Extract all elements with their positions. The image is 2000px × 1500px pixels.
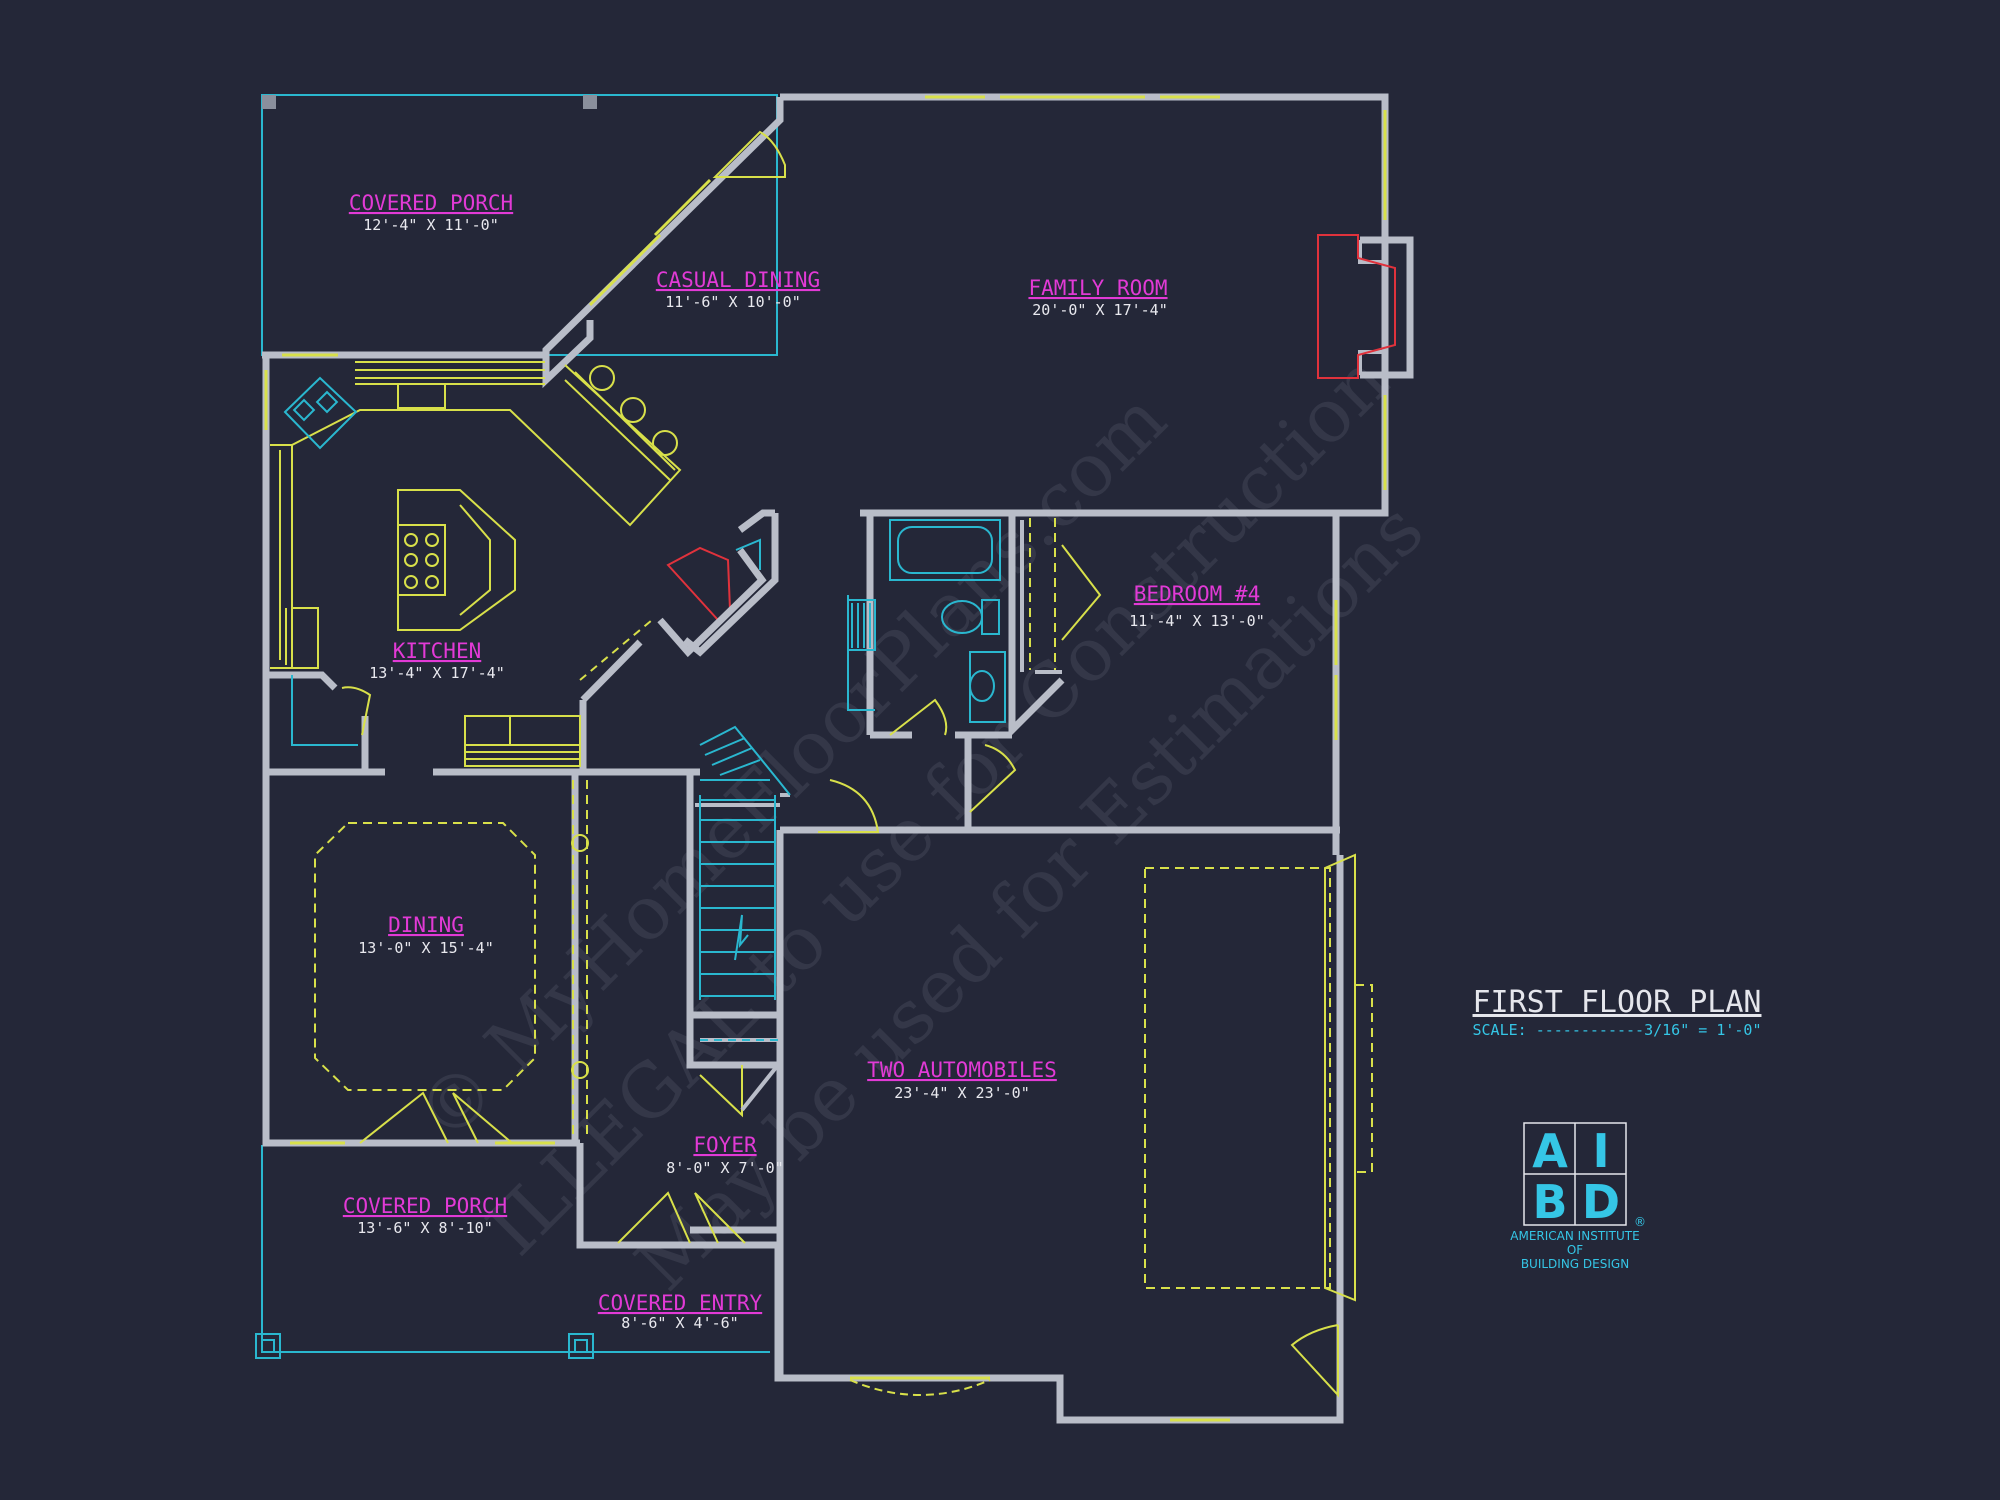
casual-dining-dims: 11'-6" X 10'-0" bbox=[665, 293, 800, 311]
logo-line-3: BUILDING DESIGN bbox=[1521, 1257, 1629, 1271]
kitchen-label: KITCHEN bbox=[393, 639, 482, 663]
porch-column bbox=[255, 1333, 281, 1359]
porch-post bbox=[262, 95, 276, 109]
logo-line-2: OF bbox=[1567, 1243, 1583, 1257]
logo-letter-b: B bbox=[1532, 1175, 1567, 1229]
covered-entry-label: COVERED ENTRY bbox=[598, 1291, 763, 1315]
aibd-logo: A I B D ® AMERICAN INSTITUTE OF BUILDING… bbox=[1510, 1122, 1646, 1271]
logo-letter-i: I bbox=[1592, 1124, 1609, 1178]
covered-porch-front-dims: 13'-6" X 8'-10" bbox=[357, 1219, 492, 1237]
logo-line-1: AMERICAN INSTITUTE bbox=[1510, 1229, 1639, 1243]
logo-registered: ® bbox=[1634, 1215, 1646, 1229]
covered-porch-front-label: COVERED PORCH bbox=[343, 1194, 507, 1218]
garage-fixtures bbox=[1144, 853, 1373, 1302]
plan-scale: SCALE: ------------3/16" = 1'-0" bbox=[1473, 1021, 1762, 1039]
casual-dining-label: CASUAL DINING bbox=[656, 268, 820, 292]
dining-label: DINING bbox=[388, 913, 464, 937]
garage-label: TWO AUTOMOBILES bbox=[867, 1058, 1057, 1082]
fireplace bbox=[1317, 234, 1396, 379]
porch-column-inner bbox=[261, 1339, 275, 1353]
rear-porch-outline bbox=[261, 94, 778, 356]
porch-column-inner bbox=[574, 1339, 588, 1353]
kitchen-dims: 13'-4" X 17'-4" bbox=[369, 664, 504, 682]
family-room-dims: 20'-0" X 17'-4" bbox=[1032, 301, 1167, 319]
porch-column bbox=[568, 1333, 594, 1359]
foyer-dims: 8'-0" X 7'-0" bbox=[666, 1159, 783, 1177]
kitchen-fixtures bbox=[270, 361, 767, 767]
room-labels: COVERED PORCH 12'-4" X 11'-0" CASUAL DIN… bbox=[343, 191, 1265, 1332]
foyer-label: FOYER bbox=[693, 1133, 757, 1157]
windows bbox=[264, 95, 1387, 1422]
garage-dims: 23'-4" X 23'-0" bbox=[894, 1084, 1029, 1102]
dining-dims: 13'-0" X 15'-4" bbox=[358, 939, 493, 957]
bathroom-fixtures bbox=[847, 518, 1102, 723]
watermark-line-1: © MyHomeFloorPlans.com bbox=[400, 376, 1182, 1158]
doors bbox=[341, 130, 1339, 1398]
stairs bbox=[699, 725, 791, 1042]
plan-title-block: FIRST FLOOR PLAN SCALE: ------------3/16… bbox=[1473, 985, 1762, 1039]
bedroom-4-dims: 11'-4" X 13'-0" bbox=[1129, 612, 1264, 630]
watermark-line-2: ILLEGAL to use for Construction bbox=[471, 338, 1405, 1272]
bedroom-4-label: BEDROOM #4 bbox=[1134, 582, 1260, 606]
porch-post bbox=[583, 95, 597, 109]
logo-letter-d: D bbox=[1582, 1175, 1620, 1229]
logo-letter-a: A bbox=[1532, 1124, 1568, 1178]
covered-entry-dims: 8'-6" X 4'-6" bbox=[621, 1314, 738, 1332]
dining-fixtures bbox=[314, 780, 589, 1140]
covered-porch-rear-dims: 12'-4" X 11'-0" bbox=[363, 216, 498, 234]
family-room-label: FAMILY ROOM bbox=[1028, 276, 1167, 300]
covered-porch-rear-label: COVERED PORCH bbox=[349, 191, 513, 215]
plan-title: FIRST FLOOR PLAN bbox=[1473, 985, 1762, 1020]
